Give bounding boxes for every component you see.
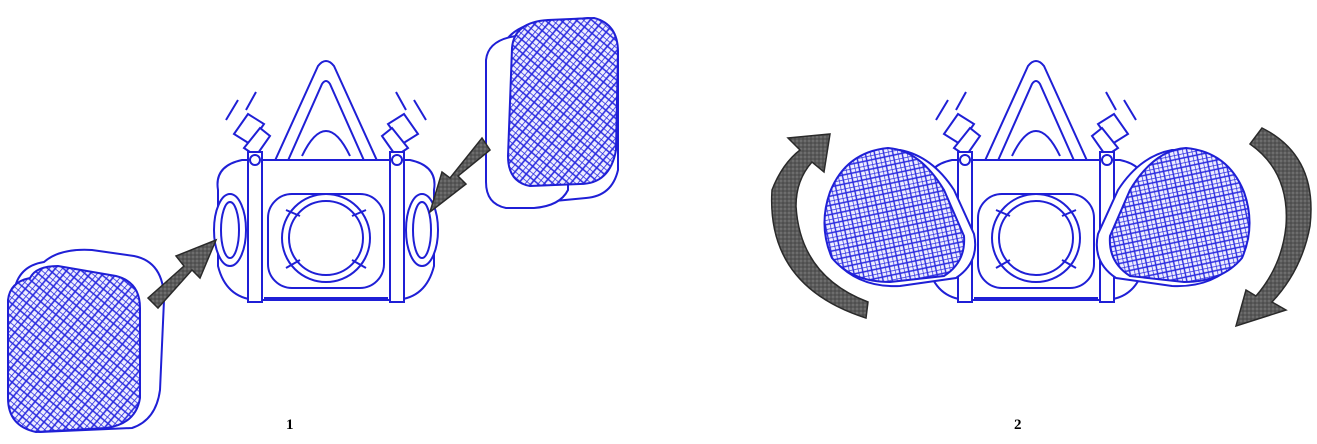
insert-arrow-right [430,138,490,212]
left-cartridge-socket [214,194,246,266]
step-number-2: 2 [1014,418,1022,433]
filter-cartridge-left [8,250,164,432]
step-number-1: 1 [286,418,294,433]
step2-illustration [772,61,1311,326]
mask-body-step1 [214,61,438,302]
step1-illustration [8,18,618,432]
filter-cartridge-right [486,18,618,208]
